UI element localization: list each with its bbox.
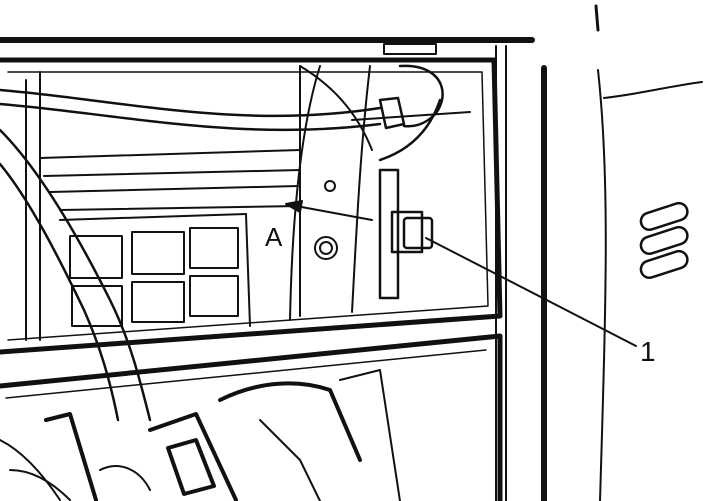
callout-arrow-a bbox=[285, 200, 373, 221]
electrical-connectors bbox=[0, 369, 401, 501]
inner-structure bbox=[25, 65, 471, 341]
leader-line-1 bbox=[425, 237, 637, 347]
callout-label-a: A bbox=[265, 222, 283, 252]
callout-label-1: 1 bbox=[640, 336, 656, 367]
dashboard-opening-frame bbox=[0, 57, 503, 501]
retaining-clip bbox=[378, 168, 434, 300]
inner-grid bbox=[59, 213, 251, 327]
side-vent-louvers bbox=[639, 201, 689, 280]
wire-harness bbox=[0, 64, 444, 422]
mounting-bracket bbox=[314, 180, 338, 260]
right-side-panel bbox=[495, 45, 703, 501]
dashboard-top-edge bbox=[0, 4, 600, 55]
